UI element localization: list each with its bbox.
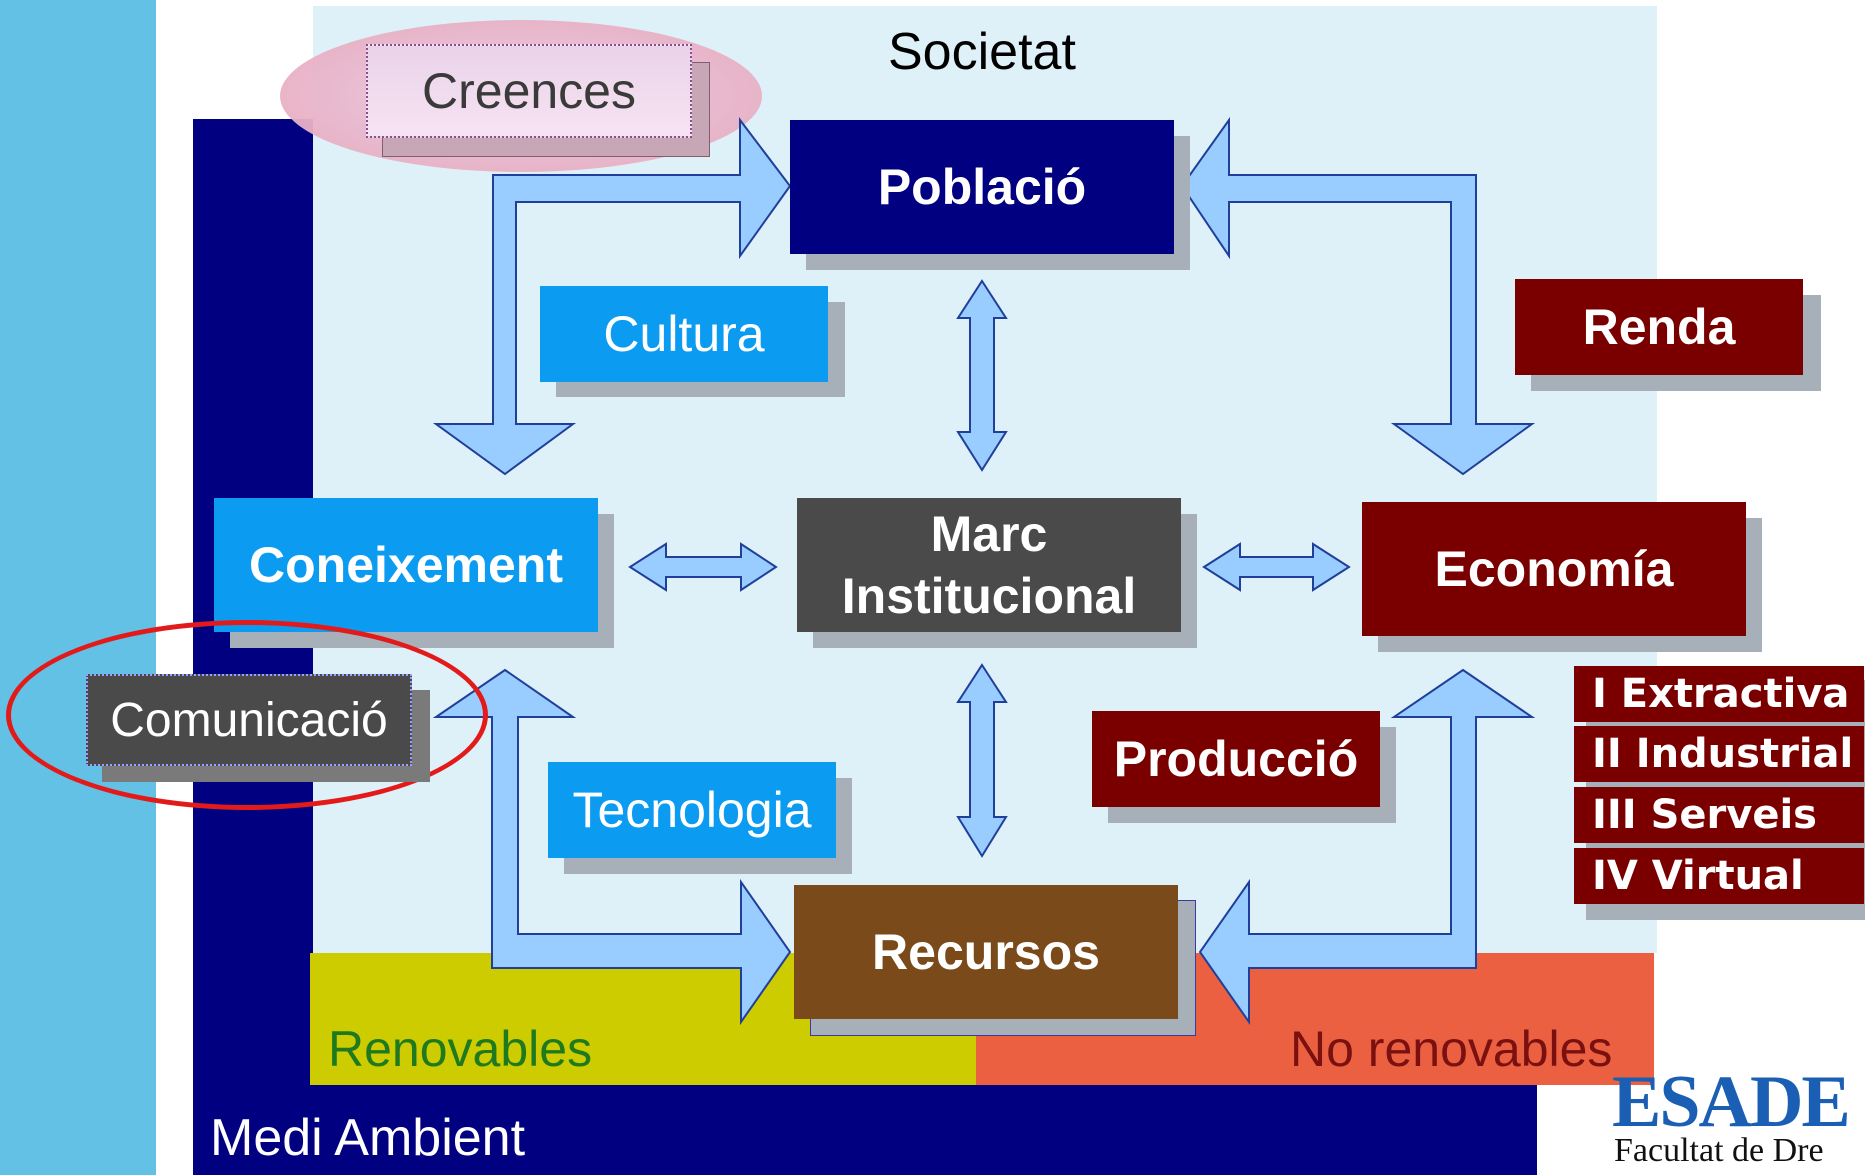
tecnologia-box: Tecnologia bbox=[548, 762, 836, 858]
medi-ambient-label: Medi Ambient bbox=[210, 1109, 526, 1167]
economia-box: Economía bbox=[1362, 502, 1746, 636]
esade-logo-name: ESADE bbox=[1612, 1061, 1851, 1143]
produccio-box: Producció bbox=[1092, 711, 1380, 807]
arrow-coneixement-marc bbox=[628, 542, 778, 592]
left-bar bbox=[0, 0, 156, 1175]
comunicacio-red-ellipse bbox=[6, 620, 488, 810]
arrow-poblacio-to-economia bbox=[1180, 116, 1536, 476]
esade-logo: ESADE Facultat de Dre bbox=[1612, 1060, 1865, 1175]
sector-item: IV Virtual bbox=[1574, 848, 1864, 904]
arrow-marc-recursos bbox=[956, 663, 1008, 858]
renovables-label: Renovables bbox=[328, 1021, 593, 1077]
poblacio-box: Població bbox=[790, 120, 1174, 254]
recursos-box: Recursos bbox=[794, 885, 1178, 1019]
esade-logo-subtitle: Facultat de Dre bbox=[1614, 1132, 1824, 1169]
arrow-economia-to-recursos bbox=[1198, 668, 1536, 1026]
arrow-marc-economia bbox=[1202, 542, 1351, 592]
marc-institucional-box: Marc Institucional bbox=[797, 498, 1181, 632]
creences-box: Creences bbox=[366, 44, 692, 138]
sector-item: II Industrial bbox=[1574, 726, 1864, 782]
coneixement-box: Coneixement bbox=[214, 498, 598, 632]
cultura-box: Cultura bbox=[540, 286, 828, 382]
arrow-coneixement-to-recursos bbox=[432, 668, 792, 1026]
arrow-poblacio-marc bbox=[956, 279, 1008, 472]
marc-line1: Marc bbox=[930, 506, 1048, 562]
sector-item: III Serveis bbox=[1574, 787, 1864, 843]
marc-line2: Institucional bbox=[841, 568, 1137, 624]
arrow-poblacio-to-coneixement bbox=[432, 117, 792, 476]
no-renovables-label: No renovables bbox=[1290, 1021, 1613, 1077]
comunicacio-box: Comunicació bbox=[86, 674, 412, 766]
sector-item: I Extractiva bbox=[1574, 666, 1864, 722]
societat-label: Societat bbox=[888, 23, 1076, 81]
renda-box: Renda bbox=[1515, 279, 1803, 375]
